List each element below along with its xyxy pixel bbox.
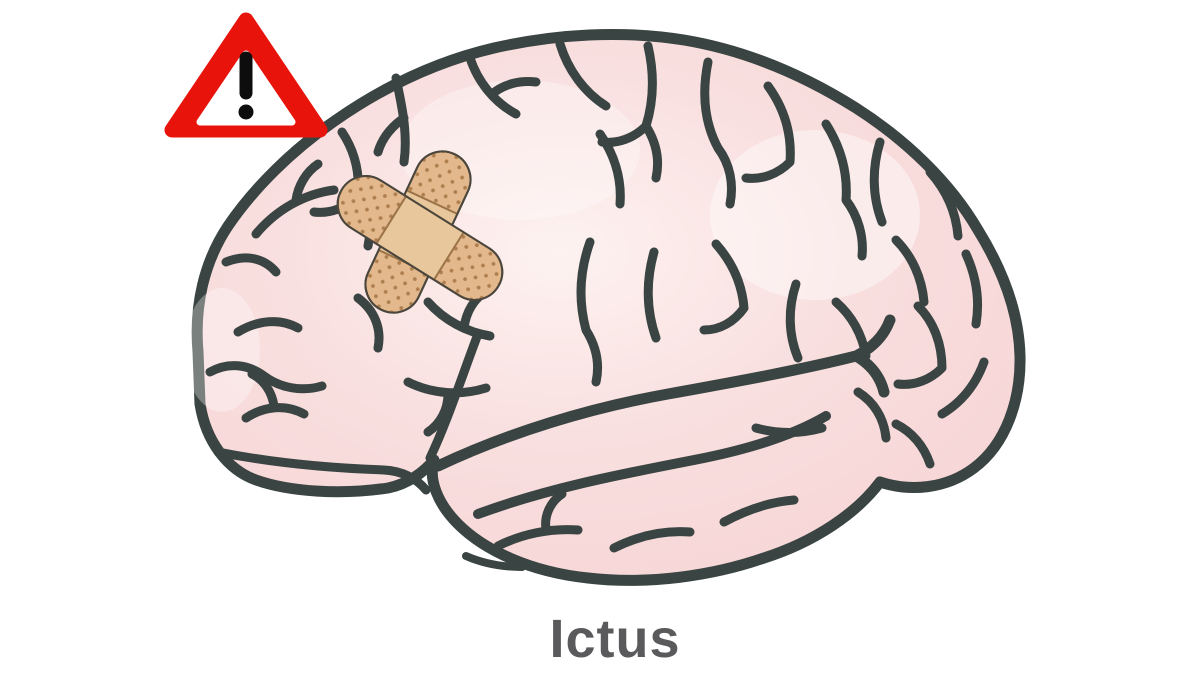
crossed-bandages-icon [336, 150, 504, 314]
sulcus-line [869, 137, 963, 241]
sulcus-line [432, 314, 896, 472]
sulcus-line [373, 73, 410, 167]
brain-illustration [184, 28, 1026, 586]
sulcus-line [462, 552, 526, 571]
sulcus-line [741, 81, 795, 183]
sulcus-line [205, 317, 327, 394]
sulci-lines [205, 39, 989, 571]
caption-text: Ictus [549, 609, 680, 669]
brain-highlight [710, 130, 920, 300]
brain-highlight [184, 288, 260, 412]
sulcus-line [221, 159, 339, 277]
bandage-icon [336, 175, 504, 301]
sulcus-line [241, 369, 309, 423]
sulcus-line [465, 53, 541, 119]
sulcus-line [403, 377, 491, 437]
sulcus-line [700, 57, 736, 209]
sulcus-line [473, 411, 831, 519]
sulcus-line [699, 239, 749, 335]
sulcus-line [425, 329, 483, 463]
sulcus-line [643, 247, 661, 343]
sulcus-line [821, 119, 867, 261]
sulcus-line [893, 301, 989, 419]
sulcus-line [891, 235, 983, 329]
sulcus-line [597, 41, 663, 183]
sulcus-line [213, 447, 431, 495]
sulcus-line [493, 489, 799, 553]
sulcus-line [576, 237, 603, 387]
sulcus-line [853, 387, 935, 469]
exclamation-dot [238, 104, 254, 120]
warning-triangle-icon [164, 12, 328, 138]
